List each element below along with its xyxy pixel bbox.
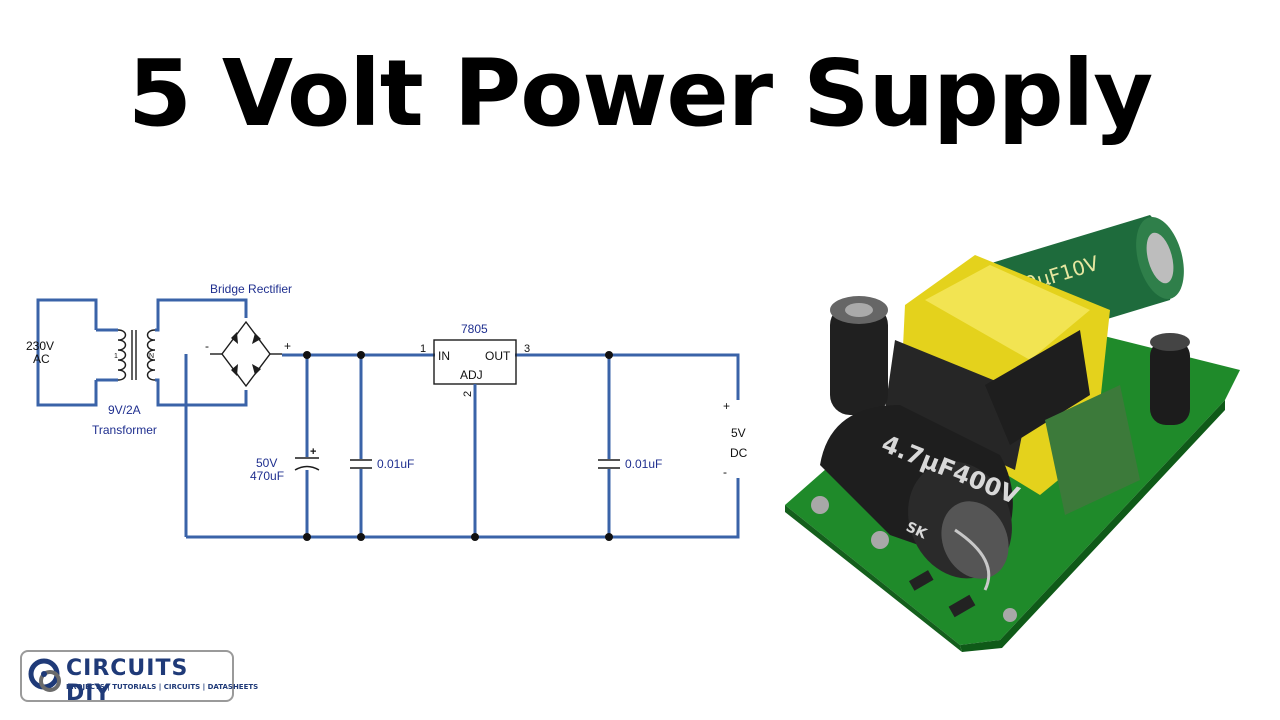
regulator-name-label: 7805 <box>461 322 488 336</box>
regulator-pin2: 2 <box>462 391 474 397</box>
capacitor-470uf <box>294 355 320 537</box>
capacitor-0-01uf-input <box>350 355 372 537</box>
output-type-label: DC <box>730 446 748 460</box>
output-plus: + <box>723 399 730 413</box>
regulator-out-label: OUT <box>485 349 511 363</box>
regulator-7805 <box>433 339 517 537</box>
circuits-diy-logo[interactable]: CIRCUITS DIY PROJECTS | TUTORIALS | CIRC… <box>20 650 258 706</box>
page-title: 5 Volt Power Supply <box>127 40 1153 147</box>
transformer-symbol <box>117 329 156 381</box>
transformer-label: Transformer <box>92 423 157 437</box>
capacitor-0-01uf-output <box>598 355 620 537</box>
cap1-polarity: + <box>310 446 316 458</box>
regulator-pin3: 3 <box>524 343 530 355</box>
ac-source-wires <box>36 298 118 407</box>
logo-tagline: PROJECTS | TUTORIALS | CIRCUITS | DATASH… <box>66 683 259 691</box>
cap3-value-label: 0.01uF <box>625 457 662 471</box>
regulator-in-label: IN <box>438 349 450 363</box>
output-minus: - <box>723 465 727 479</box>
secondary-wires <box>155 298 248 537</box>
transformer-rating-label: 9V/2A <box>108 403 141 417</box>
logo-icon <box>28 658 61 692</box>
winding-primary-label: 1 <box>114 353 118 360</box>
logo-name: CIRCUITS DIY <box>66 656 189 706</box>
rectifier-label: Bridge Rectifier <box>210 282 292 296</box>
regulator-adj-label: ADJ <box>460 368 483 382</box>
ground-rail <box>186 478 740 539</box>
rectifier-plus: + <box>284 339 291 353</box>
regulator-pin1: 1 <box>420 343 426 355</box>
winding-secondary-label: N <box>149 353 154 360</box>
cap1-voltage-label: 50V <box>256 456 277 470</box>
power-module-illustration: 10µF10V 4.7µF400V SK <box>785 215 1240 652</box>
cap2-value-label: 0.01uF <box>377 457 414 471</box>
bridge-rectifier <box>210 320 282 388</box>
ac-label: AC <box>33 352 50 366</box>
ac-voltage-label: 230V <box>26 339 54 353</box>
rectifier-minus: - <box>205 339 209 353</box>
junction-dots <box>303 351 613 541</box>
output-voltage-label: 5V <box>731 426 746 440</box>
cap1-value-label: 470uF <box>250 469 284 483</box>
